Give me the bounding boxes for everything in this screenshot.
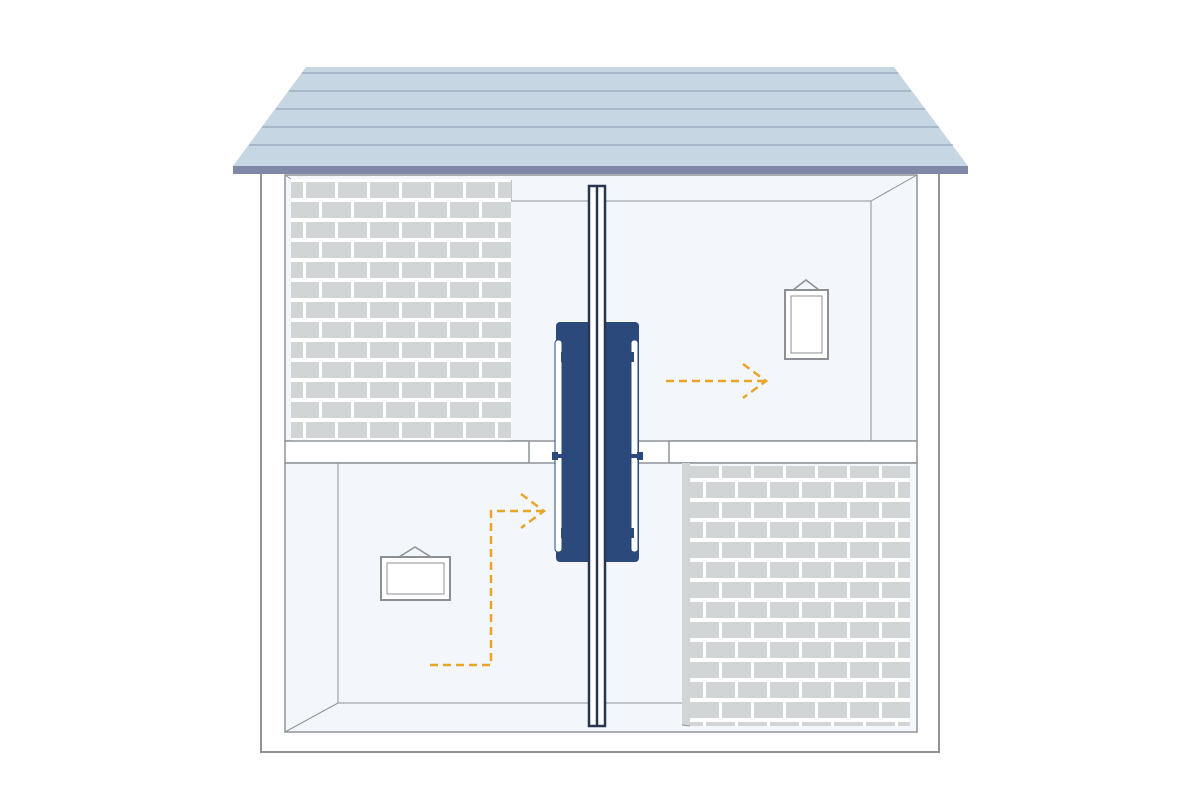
- picture-frame-icon: [784, 279, 829, 360]
- upper-brick-wall: [291, 179, 511, 441]
- flue-pipe-icon: [587, 184, 607, 728]
- roof-gutter: [233, 166, 968, 174]
- picture-frame-icon: [380, 546, 451, 601]
- lower-brick-wall: [690, 466, 910, 726]
- roof-icon: [233, 67, 968, 174]
- floor-slab: [284, 440, 918, 464]
- airflow-arrow-icon: [430, 492, 547, 667]
- airflow-arrow-icon: [666, 362, 769, 400]
